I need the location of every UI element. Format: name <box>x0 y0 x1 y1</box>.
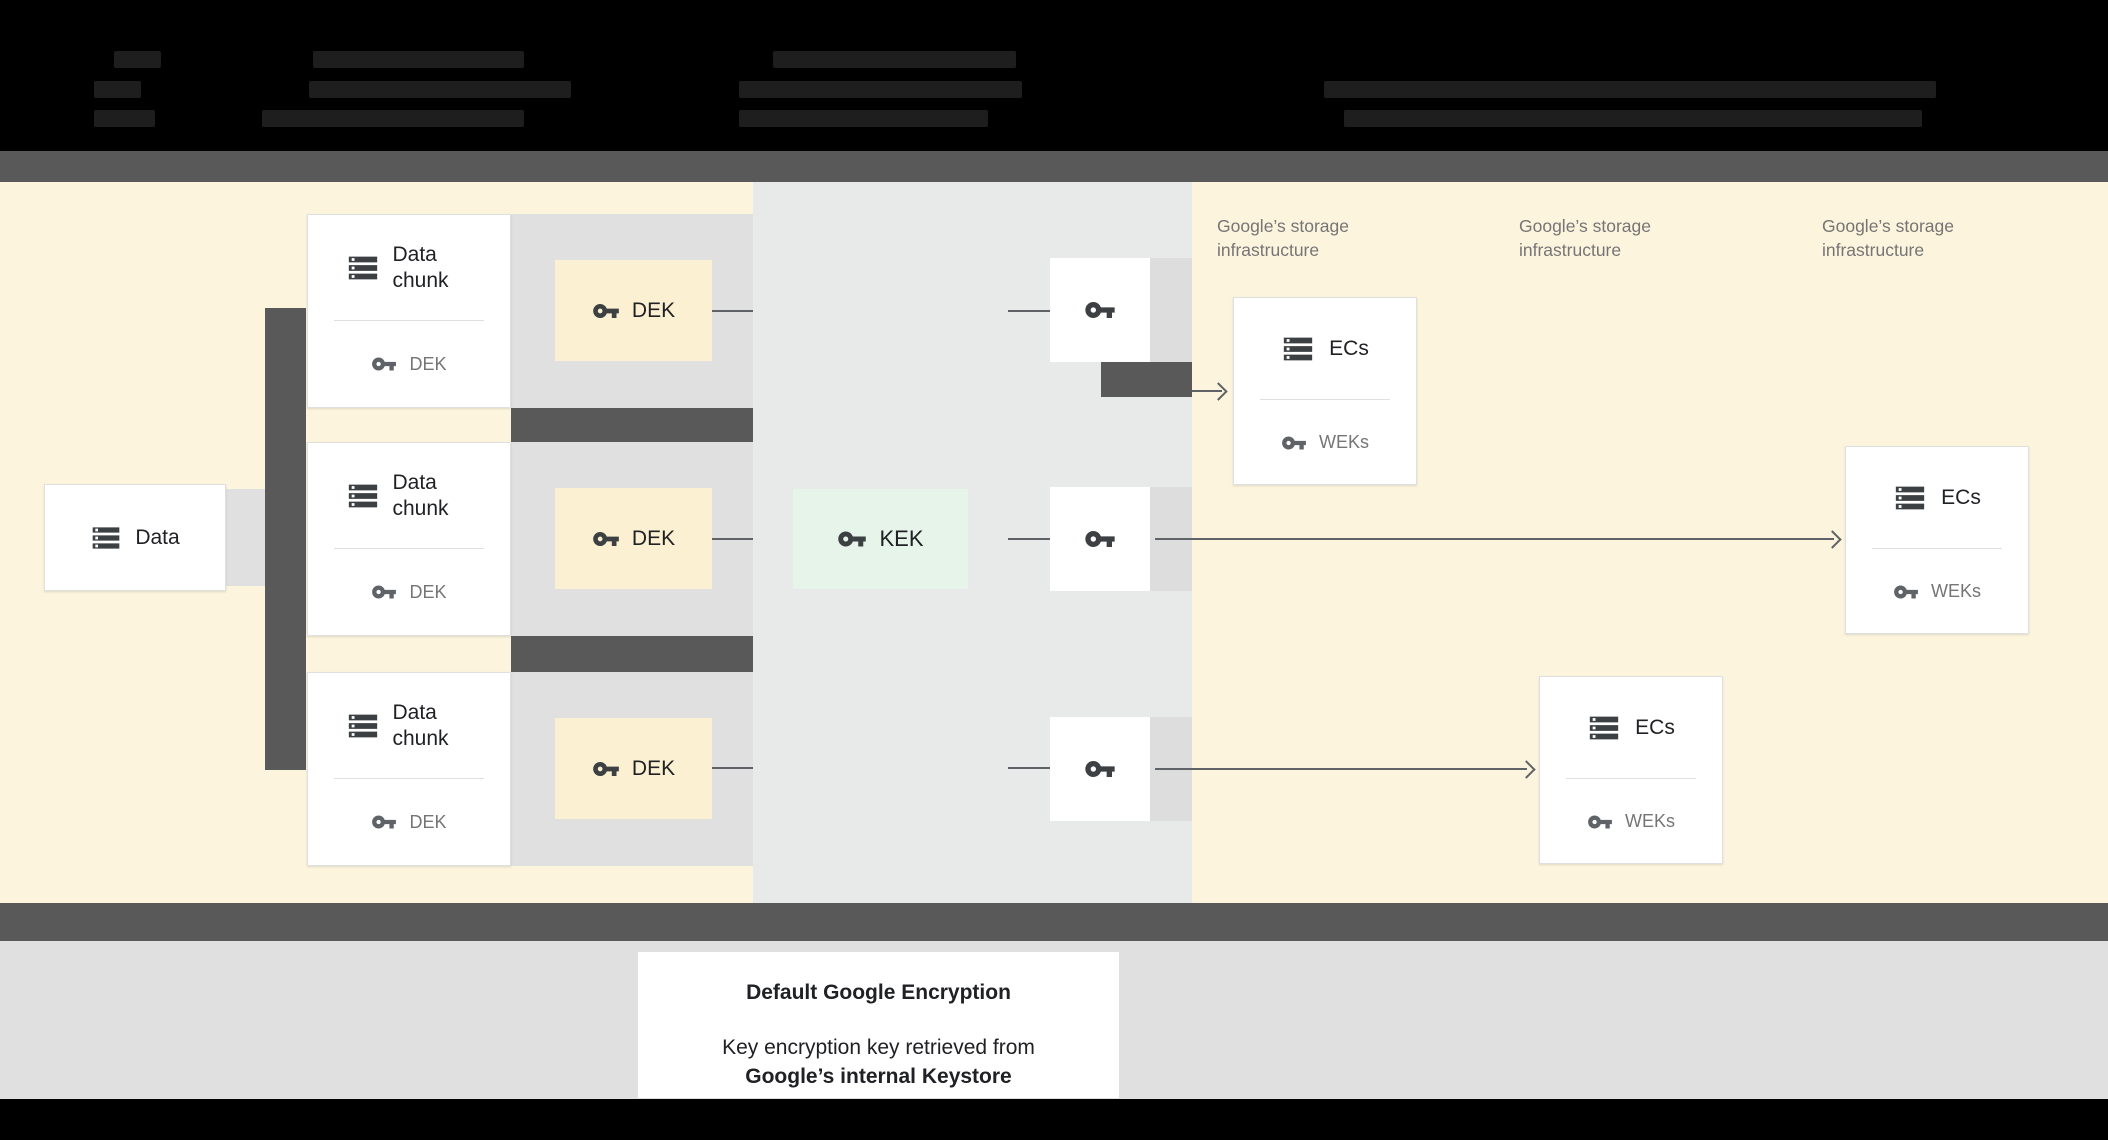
storage-icon <box>90 522 122 554</box>
dek-label: DEK <box>631 756 676 780</box>
redacted-text <box>114 51 161 68</box>
ecs-title: ECs <box>1635 715 1675 739</box>
data-chunk-title: Data chunk <box>392 243 449 292</box>
top-gray-bar <box>0 151 2108 182</box>
data-chunk-title: Data chunk <box>392 471 449 520</box>
caption-line2: Key encryption key retrieved from <box>722 1036 1035 1060</box>
data-chunk-card: Data chunk DEK <box>307 442 511 636</box>
top-black-band <box>0 0 2108 151</box>
redacted-text <box>262 110 524 127</box>
storage-icon <box>1281 332 1315 366</box>
redacted-text <box>313 51 524 68</box>
redacted-text <box>1344 110 1922 127</box>
data-to-chunks-connector <box>226 489 266 586</box>
wrapping-key-box <box>1050 717 1150 821</box>
key-box-band <box>1150 258 1192 362</box>
caption-title: Default Google Encryption <box>746 981 1011 1004</box>
key-icon <box>371 579 397 605</box>
bottom-black-band <box>0 1099 2108 1140</box>
bottom-gray-bar <box>0 903 2108 941</box>
chunk-dek-sublabel: DEK <box>409 581 447 602</box>
storage-infrastructure-label: Google’s storage infrastructure <box>1822 216 1954 260</box>
key-icon <box>1587 809 1613 835</box>
dek-box: DEK <box>555 718 712 819</box>
arrow-line <box>1155 768 1527 770</box>
key-icon <box>592 755 620 783</box>
ecs-card: ECs WEKs <box>1845 446 2029 634</box>
card-divider <box>1566 778 1696 779</box>
ecs-card: ECs WEKs <box>1233 297 1417 485</box>
chunk-dek-sublabel: DEK <box>409 811 447 832</box>
storage-icon <box>346 479 380 513</box>
redacted-text <box>773 51 1016 68</box>
redacted-text <box>739 110 988 127</box>
weks-sublabel: WEKs <box>1624 811 1675 831</box>
dek-label: DEK <box>631 298 676 322</box>
connector-line <box>712 538 753 540</box>
key-icon <box>1281 430 1307 456</box>
data-box-label: Data <box>135 525 180 549</box>
dek-label: DEK <box>631 526 676 550</box>
card-divider <box>334 548 484 549</box>
card-divider <box>1872 548 2002 549</box>
connector-line <box>1008 538 1050 540</box>
kek-label: KEK <box>879 526 924 551</box>
key-icon <box>592 297 620 325</box>
caption-box: Default Google Encryption Key encryption… <box>638 952 1119 1098</box>
arrow-line <box>1155 538 1834 540</box>
data-chunk-title: Data chunk <box>392 701 449 750</box>
redacted-text <box>739 81 1022 98</box>
redacted-text <box>309 81 571 98</box>
key-icon <box>1084 294 1116 326</box>
card-divider <box>1260 399 1390 400</box>
data-box: Data <box>44 484 226 591</box>
connector-line <box>1008 310 1050 312</box>
key-icon <box>837 524 867 554</box>
weks-sublabel: WEKs <box>1930 581 1981 601</box>
key-elbow-dark-bar <box>1101 362 1192 397</box>
redacted-text <box>94 81 141 98</box>
storage-icon <box>1587 711 1621 745</box>
key-icon <box>1084 753 1116 785</box>
card-divider <box>334 320 484 321</box>
chunk-split-vertical-bar <box>265 308 306 770</box>
key-icon <box>371 351 397 377</box>
redacted-text <box>1324 81 1936 98</box>
key-icon <box>371 809 397 835</box>
ecs-title: ECs <box>1941 485 1981 509</box>
ecs-card: ECs WEKs <box>1539 676 1723 864</box>
weks-sublabel: WEKs <box>1318 432 1369 452</box>
connector-line <box>712 767 753 769</box>
storage-icon <box>346 251 380 285</box>
key-icon <box>1084 523 1116 555</box>
connector-line <box>712 310 753 312</box>
data-chunk-card: Data chunk DEK <box>307 672 511 866</box>
wrapping-key-box <box>1050 487 1150 591</box>
chunk-dek-sublabel: DEK <box>409 353 447 374</box>
connector-line <box>1008 767 1050 769</box>
storage-infrastructure-label: Google’s storage infrastructure <box>1519 216 1651 260</box>
ecs-title: ECs <box>1329 336 1369 360</box>
row-gap-dark-bar <box>511 636 753 672</box>
storage-icon <box>346 709 380 743</box>
dek-box: DEK <box>555 488 712 589</box>
storage-infrastructure-label: Google’s storage infrastructure <box>1217 216 1349 260</box>
data-chunk-card: Data chunk DEK <box>307 214 511 408</box>
kek-box: KEK <box>793 489 968 589</box>
storage-icon <box>1893 481 1927 515</box>
arrow-line <box>1192 390 1222 392</box>
wrapping-key-box <box>1050 258 1150 362</box>
card-divider <box>334 778 484 779</box>
redacted-text <box>94 110 155 127</box>
key-icon <box>1893 579 1919 605</box>
row-gap-dark-bar <box>511 408 753 442</box>
dek-box: DEK <box>555 260 712 361</box>
caption-line3: Google’s internal Keystore <box>745 1064 1012 1088</box>
key-icon <box>592 525 620 553</box>
